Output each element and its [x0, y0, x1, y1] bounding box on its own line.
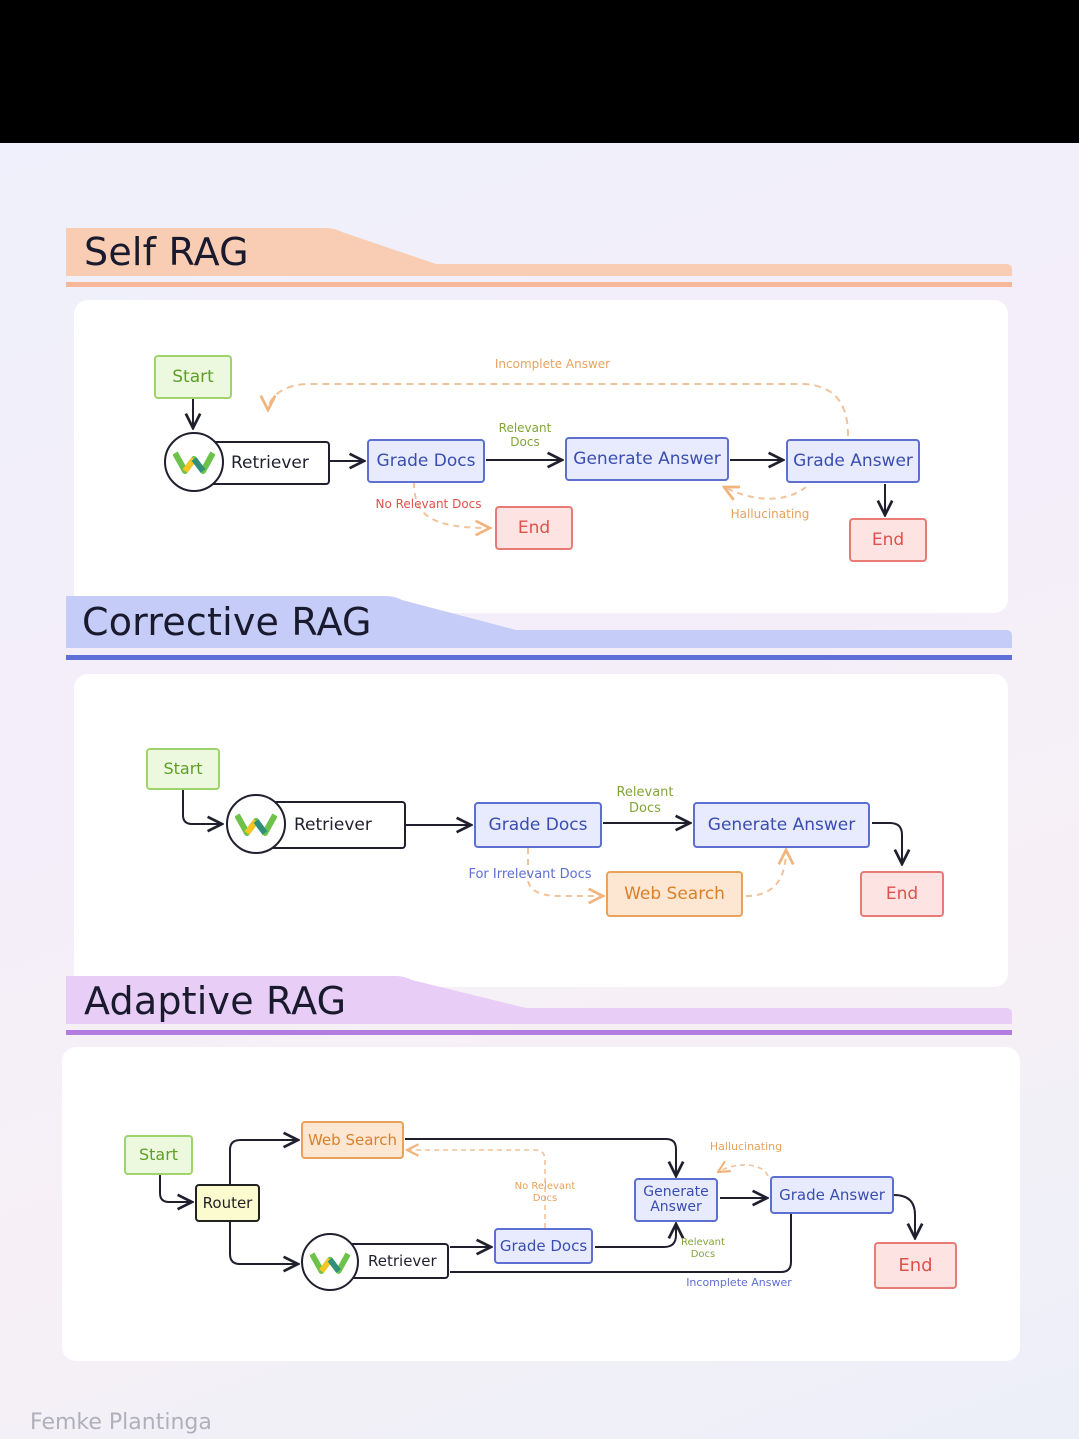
adapt-relevant-docs-label: Relevant Docs: [681, 1237, 725, 1260]
corrective-rag-connectors: [182, 790, 902, 897]
adapt-retriever-logo-icon: [301, 1233, 359, 1291]
corr-retriever-node: Retriever: [270, 801, 406, 849]
self-hallucinating-label: Hallucinating: [730, 507, 810, 521]
adapt-start-node: Start: [124, 1135, 193, 1175]
self-retriever-label: Retriever: [231, 452, 309, 473]
self-grade-docs-node: Grade Docs: [367, 439, 485, 483]
adapt-hallucinating-loop: [718, 1165, 769, 1177]
adaptive-rag-header-band: [66, 976, 1012, 1035]
corr-grade-docs-node: Grade Docs: [474, 802, 602, 848]
adapt-no-relevant-docs-label: No Relevant Docs: [514, 1181, 576, 1204]
self-incomplete-answer-label: Incomplete Answer: [494, 357, 611, 371]
self-retriever-node: Retriever: [210, 441, 330, 485]
self-end-left-node: End: [495, 506, 573, 550]
corr-irrelevant-docs-label: For Irrelevant Docs: [468, 867, 592, 882]
adaptive-rag-title: Adaptive RAG: [84, 979, 347, 1023]
self-no-relevant-docs-label: No Relevant Docs: [375, 497, 482, 511]
author-credit: Femke Plantinga: [30, 1410, 212, 1435]
corr-generate-answer-node: Generate Answer: [693, 802, 870, 848]
self-hallucinating-loop: [724, 487, 807, 499]
corr-irrelevant-loop: [527, 848, 603, 896]
self-retriever-logo-icon: [164, 432, 224, 492]
top-black-bar: [0, 0, 1079, 143]
adapt-router-to-retriever: [229, 1222, 298, 1264]
adapt-hallucinating-label: Hallucinating: [709, 1140, 783, 1153]
self-generate-answer-node: Generate Answer: [565, 437, 729, 481]
adapt-web-search-to-generate: [405, 1138, 676, 1176]
adapt-incomplete-answer-loop: [450, 1214, 792, 1273]
adapt-generate-answer-node: Generate Answer: [634, 1178, 718, 1222]
adapt-incomplete-answer-label: Incomplete Answer: [686, 1276, 792, 1289]
corr-retriever-logo-icon: [226, 794, 286, 854]
self-grade-answer-node: Grade Answer: [786, 439, 920, 483]
corr-retriever-label: Retriever: [294, 814, 372, 835]
adapt-grade-answer-to-end: [893, 1194, 915, 1238]
corr-generate-to-end: [872, 822, 902, 864]
corrective-rag-title: Corrective RAG: [82, 600, 372, 644]
adapt-retriever-label: Retriever: [368, 1251, 437, 1270]
self-rag-header-band: [66, 228, 1012, 287]
corr-relevant-docs-label: Relevant Docs: [616, 785, 674, 816]
adapt-no-relevant-loop: [407, 1150, 546, 1228]
corr-web-search-node: Web Search: [606, 871, 743, 917]
adapt-start-to-router: [159, 1175, 192, 1202]
adapt-grade-answer-node: Grade Answer: [770, 1176, 894, 1214]
adapt-web-search-node: Web Search: [301, 1121, 404, 1159]
corr-start-to-retriever: [182, 790, 222, 824]
adapt-grade-docs-to-generate: [595, 1224, 676, 1248]
adaptive-rag-connectors: [159, 1138, 915, 1273]
adapt-end-node: End: [874, 1242, 957, 1289]
self-incomplete-answer-loop: [268, 383, 849, 437]
corr-web-search-to-generate: [745, 850, 786, 897]
self-end-right-node: End: [849, 518, 927, 562]
adapt-grade-docs-node: Grade Docs: [494, 1228, 593, 1264]
adapt-router-to-web-search: [229, 1140, 298, 1184]
self-rag-connectors: [193, 383, 885, 528]
self-rag-title: Self RAG: [84, 230, 249, 274]
self-relevant-docs-label: Relevant Docs: [498, 421, 552, 450]
corr-end-node: End: [860, 871, 944, 917]
self-start-node: Start: [154, 355, 232, 399]
corrective-rag-header-band: [66, 596, 1012, 660]
adapt-router-node: Router: [195, 1184, 260, 1222]
adapt-retriever-node: Retriever: [342, 1243, 449, 1279]
corr-start-node: Start: [146, 748, 220, 790]
